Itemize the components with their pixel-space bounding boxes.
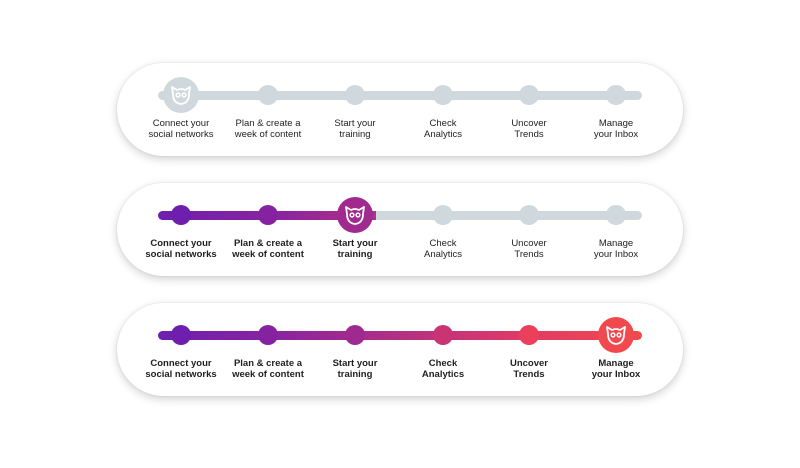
progress-track [158,211,642,220]
step-node-inbox[interactable] [606,85,626,105]
owl-icon [343,204,367,226]
progress-track [158,91,642,100]
step-node-connect[interactable] [171,325,191,345]
owl-icon [169,84,193,106]
step-node-plan[interactable] [258,205,278,225]
step-node-connect[interactable] [163,77,199,113]
step-node-training[interactable] [345,325,365,345]
step-node-inbox[interactable] [606,205,626,225]
step-node-plan[interactable] [258,325,278,345]
owl-icon [604,324,628,346]
step-node-analytics[interactable] [433,205,453,225]
step-node-trends[interactable] [519,85,539,105]
step-node-trends[interactable] [519,205,539,225]
step-node-analytics[interactable] [433,325,453,345]
step-node-analytics[interactable] [433,85,453,105]
step-node-inbox[interactable] [598,317,634,353]
step-node-training[interactable] [345,85,365,105]
step-node-connect[interactable] [171,205,191,225]
step-node-plan[interactable] [258,85,278,105]
progress-track [158,331,642,340]
step-node-training[interactable] [337,197,373,233]
step-node-trends[interactable] [519,325,539,345]
